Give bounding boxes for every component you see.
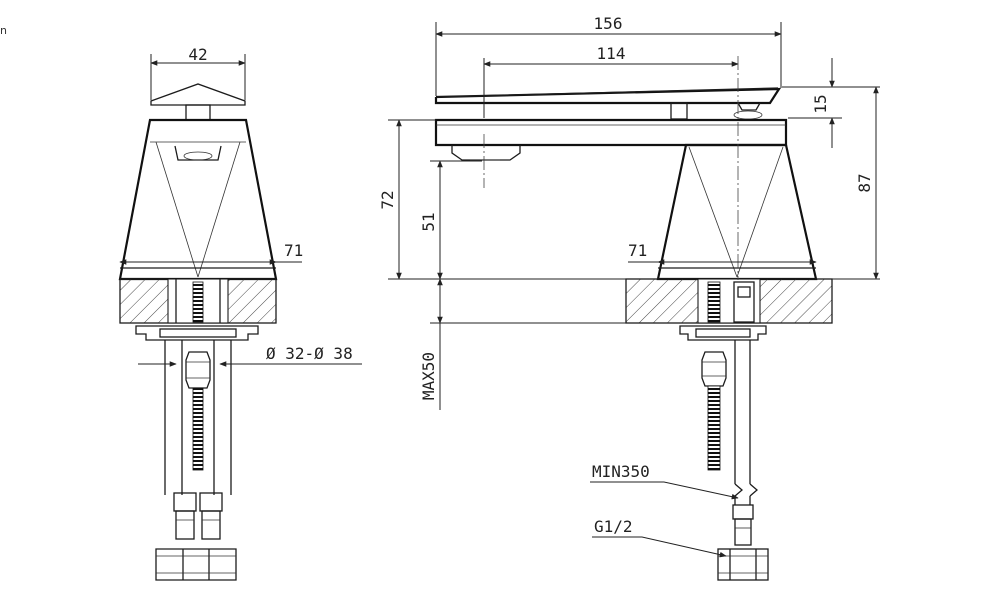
- front-view: [118, 83, 278, 581]
- dim-deck-thickness: MAX50: [419, 352, 438, 400]
- dim-handle-height: 15: [811, 94, 830, 113]
- corner-mark: n: [0, 24, 7, 37]
- front-handle-stem: [185, 104, 211, 121]
- dim-overall-height: 87: [855, 173, 874, 192]
- dim-hose-length: MIN350: [592, 462, 650, 481]
- side-dimensions: 156 114 15 87 72 51 MAX50 71 M: [378, 14, 880, 558]
- front-handle-cap: [150, 83, 246, 106]
- front-body: [118, 118, 278, 281]
- dim-base-width-left: 71: [284, 241, 303, 260]
- side-spout: [434, 118, 788, 147]
- dim-outlet-height: 51: [419, 212, 438, 231]
- dim-base-width-right: 71: [628, 241, 647, 260]
- dim-body-height: 72: [378, 190, 397, 209]
- side-aerator: [451, 145, 521, 161]
- dim-spout-reach: 114: [597, 44, 626, 63]
- front-dimensions: 42 71 Ø 32-Ø 38: [119, 45, 362, 367]
- dim-handle-width: 42: [188, 45, 207, 64]
- dim-hole-diameter: Ø 32-Ø 38: [266, 344, 353, 363]
- side-body: [656, 143, 818, 281]
- side-handle-lever: [434, 87, 782, 105]
- dim-overall-length: 156: [594, 14, 623, 33]
- side-view: [434, 87, 833, 581]
- dim-thread: G1/2: [594, 517, 633, 536]
